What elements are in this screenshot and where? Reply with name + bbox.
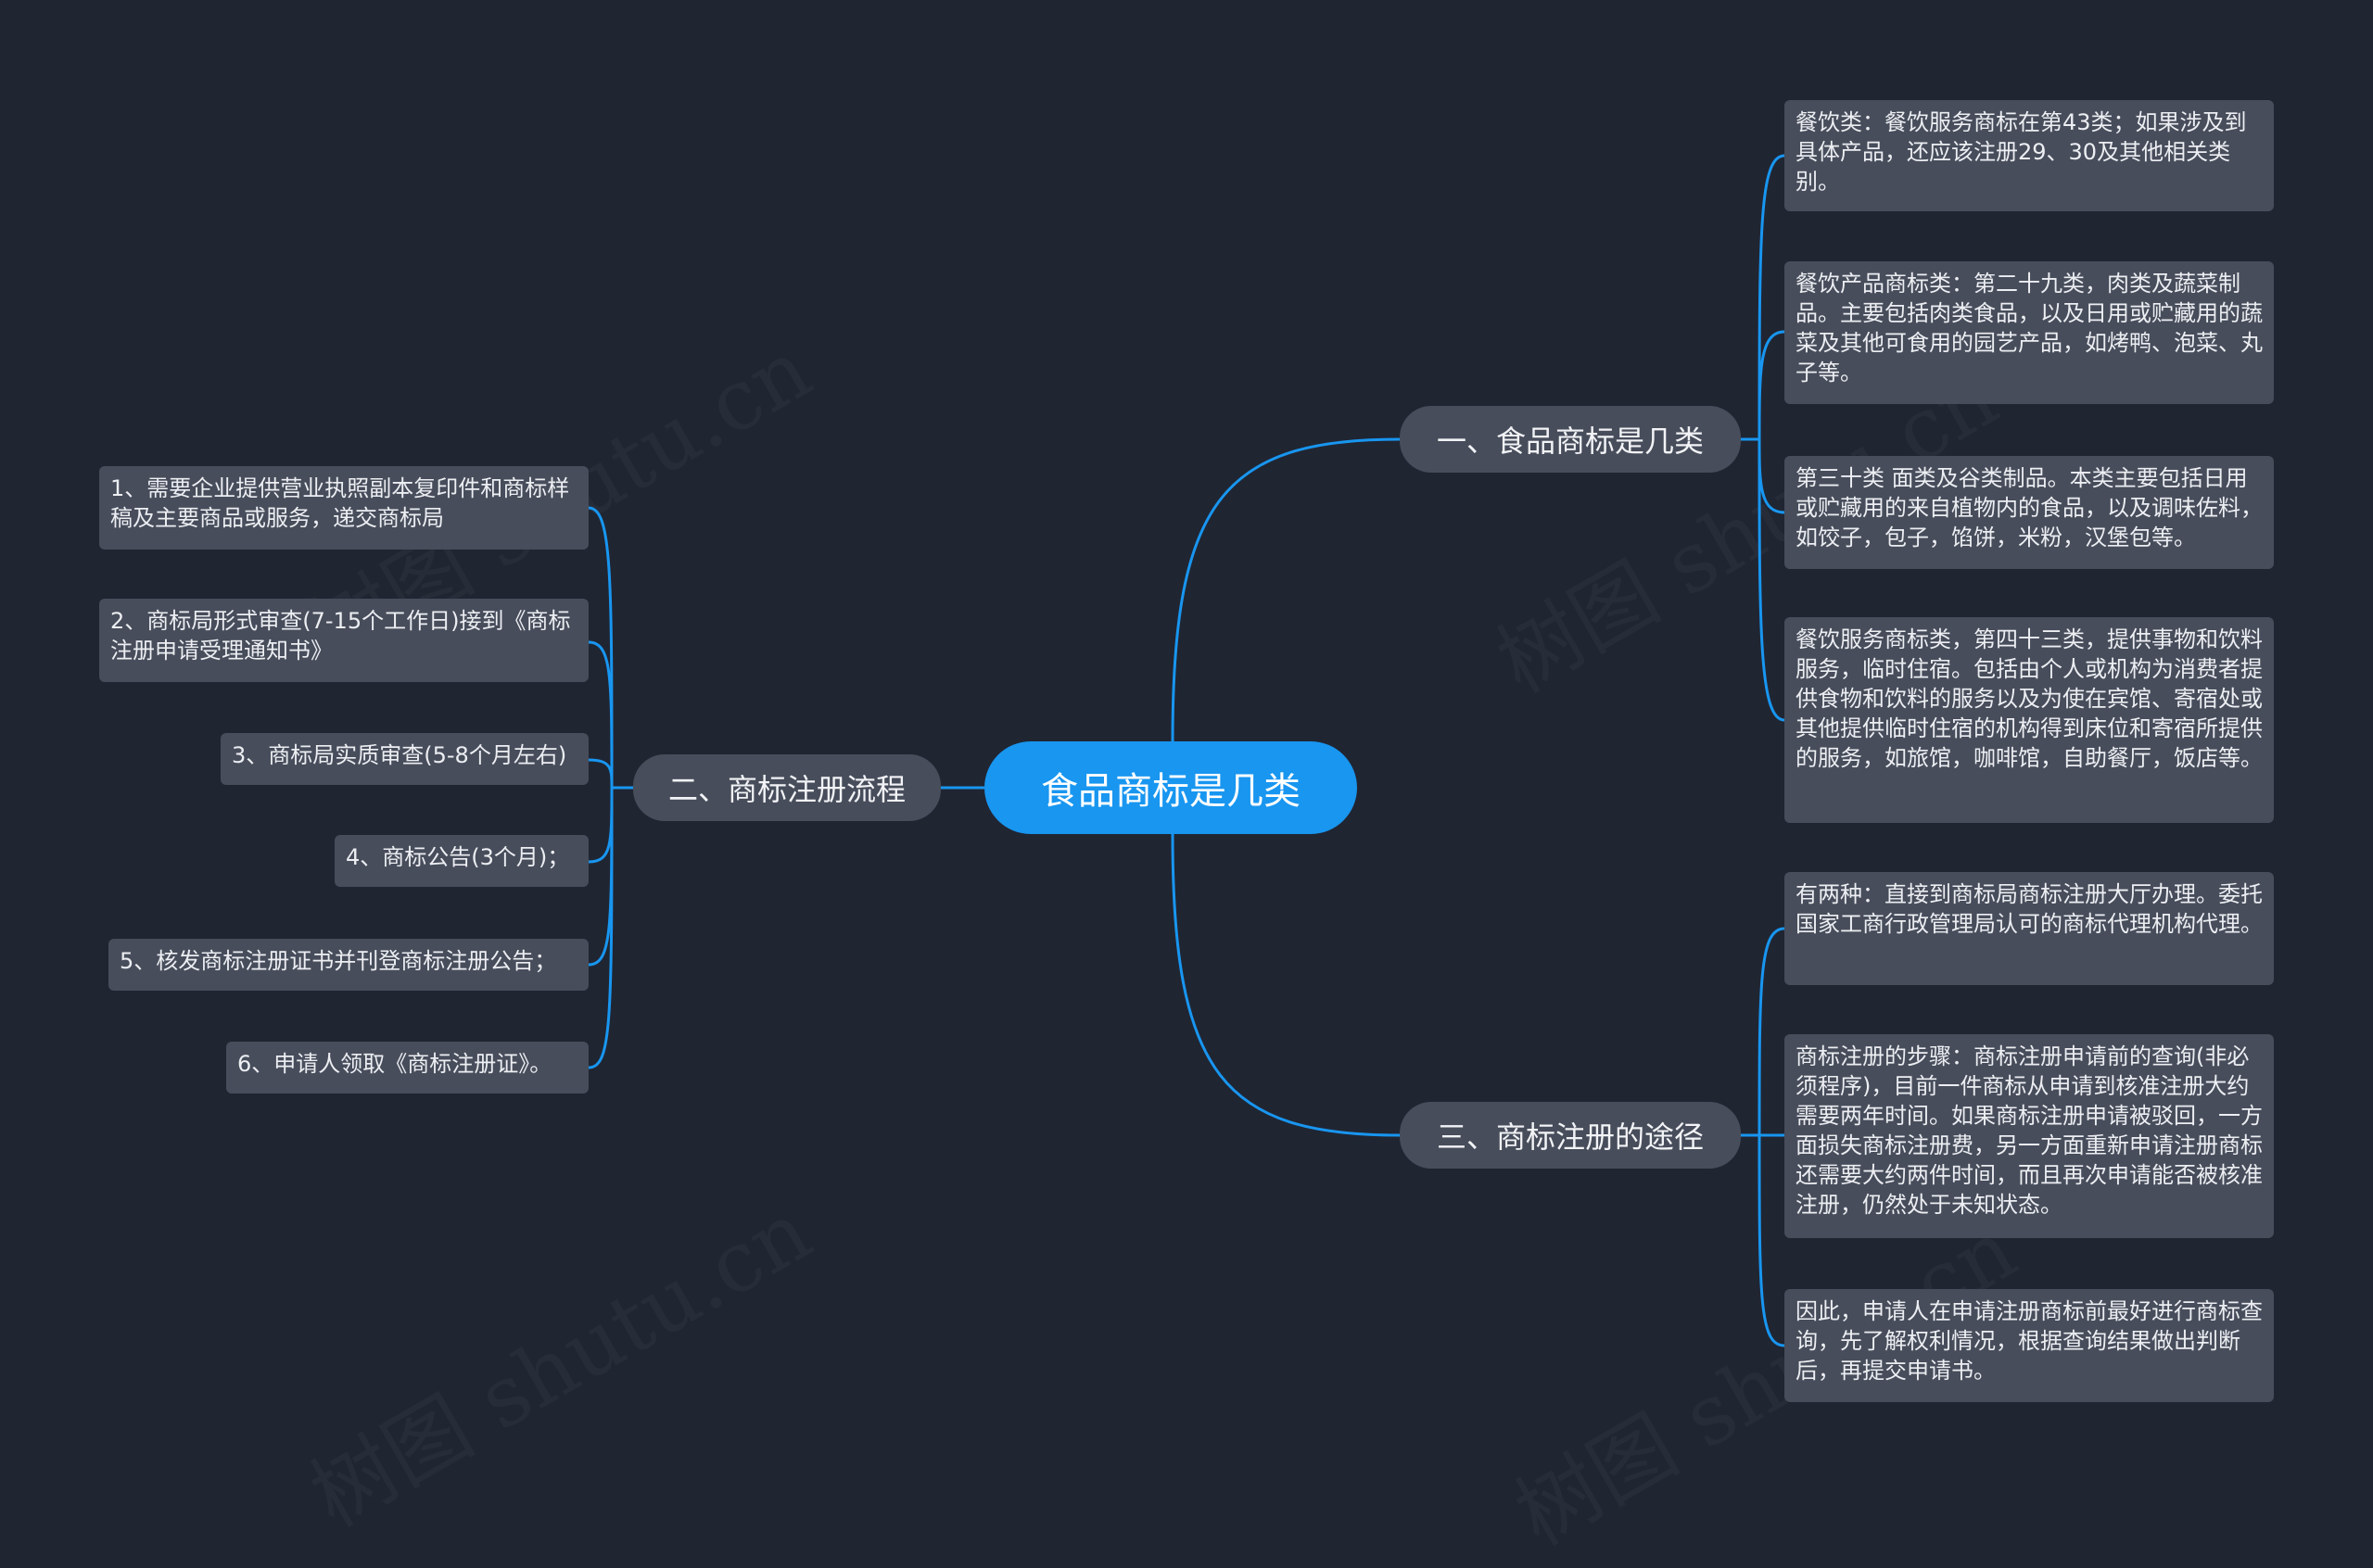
leaf-text: 1、需要企业提供营业执照副本复印件和商标样稿及主要商品或服务，递交商标局 xyxy=(110,475,570,531)
leaf-text: 商标注册的步骤：商标注册申请前的查询(非必须程序)，目前一件商标从申请到核准注册… xyxy=(1796,1043,2263,1218)
leaf-text: 2、商标局形式审查(7-15个工作日)接到《商标注册申请受理通知书》 xyxy=(110,608,571,664)
leaf-text: 餐饮类：餐饮服务商标在第43类；如果涉及到具体产品，还应该注册29、30及其他相… xyxy=(1796,109,2247,195)
leaf-text: 有两种：直接到商标局商标注册大厅办理。委托国家工商行政管理局认可的商标代理机构代… xyxy=(1796,881,2263,937)
leaf-text: 3、商标局实质审查(5-8个月左右) xyxy=(232,742,567,768)
leaf-b2-step-3[interactable]: 3、商标局实质审查(5-8个月左右) xyxy=(221,733,589,785)
link-b2-leaf4 xyxy=(588,787,614,864)
leaf-b2-step-1[interactable]: 1、需要企业提供营业执照副本复印件和商标样稿及主要商品或服务，递交商标局 xyxy=(99,466,589,550)
branch-label: 二、商标注册流程 xyxy=(667,772,906,807)
connector-lines xyxy=(588,154,1785,1347)
link-b2-leaf5 xyxy=(588,787,614,967)
leaf-text: 第三十类 面类及谷类制品。本类主要包括日用或贮藏用的来自植物内的食品，以及调味佐… xyxy=(1796,465,2263,550)
leaf-text: 6、申请人领取《商标注册证》。 xyxy=(237,1051,552,1077)
leaf-b3-advice[interactable]: 因此，申请人在申请注册商标前最好进行商标查询，先了解权利情况，根据查询结果做出判… xyxy=(1784,1289,2274,1402)
leaf-text: 4、商标公告(3个月)； xyxy=(346,844,570,870)
branch-food-trademark-classes[interactable]: 一、食品商标是几类 xyxy=(1400,406,1741,473)
leaf-b3-steps[interactable]: 商标注册的步骤：商标注册申请前的查询(非必须程序)，目前一件商标从申请到核准注册… xyxy=(1784,1034,2274,1238)
link-b1-leaf2 xyxy=(1758,330,1785,440)
link-b3-leaf1 xyxy=(1758,927,1785,1136)
root-topic[interactable]: 食品商标是几类 xyxy=(984,741,1357,834)
leaf-b2-step-5[interactable]: 5、核发商标注册证书并刊登商标注册公告； xyxy=(108,939,589,991)
leaf-b2-step-4[interactable]: 4、商标公告(3个月)； xyxy=(335,835,589,887)
root-topic-label: 食品商标是几类 xyxy=(1041,770,1301,813)
link-b1-leaf3 xyxy=(1758,438,1785,514)
link-b3-leaf3 xyxy=(1758,1134,1785,1347)
leaf-b1-class-43[interactable]: 餐饮服务商标类，第四十三类，提供事物和饮料服务，临时住宿。包括由个人或机构为消费… xyxy=(1784,617,2274,823)
leaf-b1-class-29[interactable]: 餐饮产品商标类：第二十九类，肉类及蔬菜制品。主要包括肉类食品，以及日用或贮藏用的… xyxy=(1784,261,2274,404)
leaf-b3-two-ways[interactable]: 有两种：直接到商标局商标注册大厅办理。委托国家工商行政管理局认可的商标代理机构代… xyxy=(1784,872,2274,985)
leaf-text: 餐饮服务商标类，第四十三类，提供事物和饮料服务，临时住宿。包括由个人或机构为消费… xyxy=(1796,626,2263,771)
leaf-b1-catering[interactable]: 餐饮类：餐饮服务商标在第43类；如果涉及到具体产品，还应该注册29、30及其他相… xyxy=(1784,100,2274,211)
leaf-text: 5、核发商标注册证书并刊登商标注册公告； xyxy=(120,948,557,974)
leaf-text: 因此，申请人在申请注册商标前最好进行商标查询，先了解权利情况，根据查询结果做出判… xyxy=(1796,1298,2263,1384)
branch-registration-process[interactable]: 二、商标注册流程 xyxy=(633,754,941,821)
branch-label: 三、商标注册的途径 xyxy=(1436,1119,1704,1155)
link-b1-leaf4 xyxy=(1758,438,1785,722)
link-b2-leaf3 xyxy=(588,758,614,789)
link-b1-leaf1 xyxy=(1758,154,1785,440)
link-root-b1 xyxy=(1171,437,1401,742)
link-b2-leaf2 xyxy=(588,640,614,789)
leaf-text: 餐饮产品商标类：第二十九类，肉类及蔬菜制品。主要包括肉类食品，以及日用或贮藏用的… xyxy=(1796,271,2263,386)
link-b2-leaf6 xyxy=(588,787,614,1069)
link-root-b3 xyxy=(1171,833,1401,1137)
leaf-b1-class-30[interactable]: 第三十类 面类及谷类制品。本类主要包括日用或贮藏用的来自植物内的食品，以及调味佐… xyxy=(1784,456,2274,569)
leaf-b2-step-6[interactable]: 6、申请人领取《商标注册证》。 xyxy=(226,1042,589,1094)
branch-registration-channels[interactable]: 三、商标注册的途径 xyxy=(1400,1102,1741,1169)
leaf-b2-step-2[interactable]: 2、商标局形式审查(7-15个工作日)接到《商标注册申请受理通知书》 xyxy=(99,599,589,682)
branch-label: 一、食品商标是几类 xyxy=(1436,424,1704,459)
